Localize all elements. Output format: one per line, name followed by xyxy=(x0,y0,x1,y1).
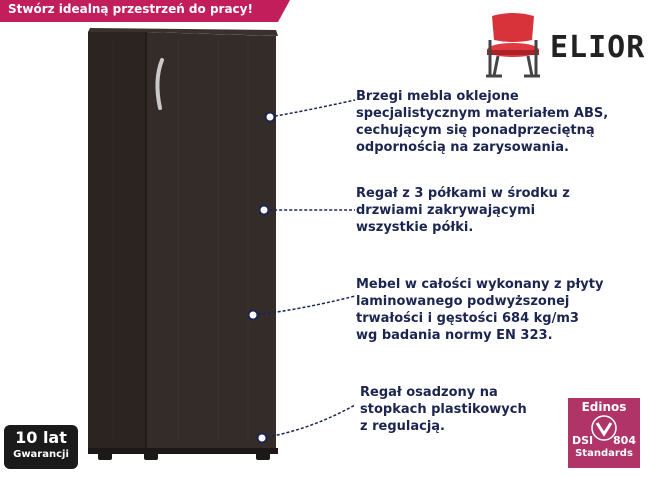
callout-line: Brzegi mebla oklejone xyxy=(356,89,519,104)
callout-line: Regał z 3 półkami w środku z xyxy=(356,186,570,201)
warranty-badge: 10 lat Gwarancji xyxy=(4,425,78,469)
warranty-label: Gwarancji xyxy=(13,449,69,460)
callout-line: wszystkie półki. xyxy=(356,220,474,235)
callout-line: wg badania normy EN 323. xyxy=(356,328,553,343)
banner-text: Stwórz idealną przestrzeń do pracy! xyxy=(8,2,253,16)
red-chair-icon xyxy=(486,13,540,78)
callout-line: Mebel w całości wykonany z płyty xyxy=(356,277,604,292)
certificate-right-text: 804 xyxy=(613,434,636,447)
certificate-left-text: DSI xyxy=(572,434,594,447)
brand-logo: ELIOR xyxy=(478,10,644,85)
callout-abs-edges: Brzegi mebla oklejone specjalistycznym m… xyxy=(356,88,608,156)
callout-shelves: Regał z 3 półkami w środku z drzwiami za… xyxy=(356,185,570,236)
banner-shape xyxy=(0,0,290,22)
callout-line: stopkach plastikowych xyxy=(360,402,527,417)
callout-line: drzwiami zakrywającymi xyxy=(356,203,536,218)
callout-material: Mebel w całości wykonany z płyty laminow… xyxy=(356,276,603,344)
certificate-standards: Standards xyxy=(575,448,633,459)
callout-line: trwałości i gęstości 684 kg/m3 xyxy=(356,311,579,326)
warranty-years: 10 lat xyxy=(15,428,67,447)
certificate-emblem-icon xyxy=(591,415,617,441)
certificate-badge: Edinos DSI 804 Standards xyxy=(568,398,640,468)
certificate-brand: Edinos xyxy=(581,400,627,414)
cabinet-image xyxy=(88,28,278,460)
callout-line: z regulacją. xyxy=(360,419,445,434)
callout-feet: Regał osadzony na stopkach plastikowych … xyxy=(360,384,527,435)
callout-line: cechującym się ponadprzeciętną xyxy=(356,123,595,138)
callout-line: Regał osadzony na xyxy=(360,385,498,400)
callout-line: laminowanego podwyższonej xyxy=(356,294,570,309)
brand-name: ELIOR xyxy=(550,30,646,65)
header-banner: Stwórz idealną przestrzeń do pracy! xyxy=(0,0,290,22)
callout-line: specjalistycznym materiałem ABS, xyxy=(356,106,609,121)
callout-line: odpornością na zarysowania. xyxy=(356,140,569,155)
